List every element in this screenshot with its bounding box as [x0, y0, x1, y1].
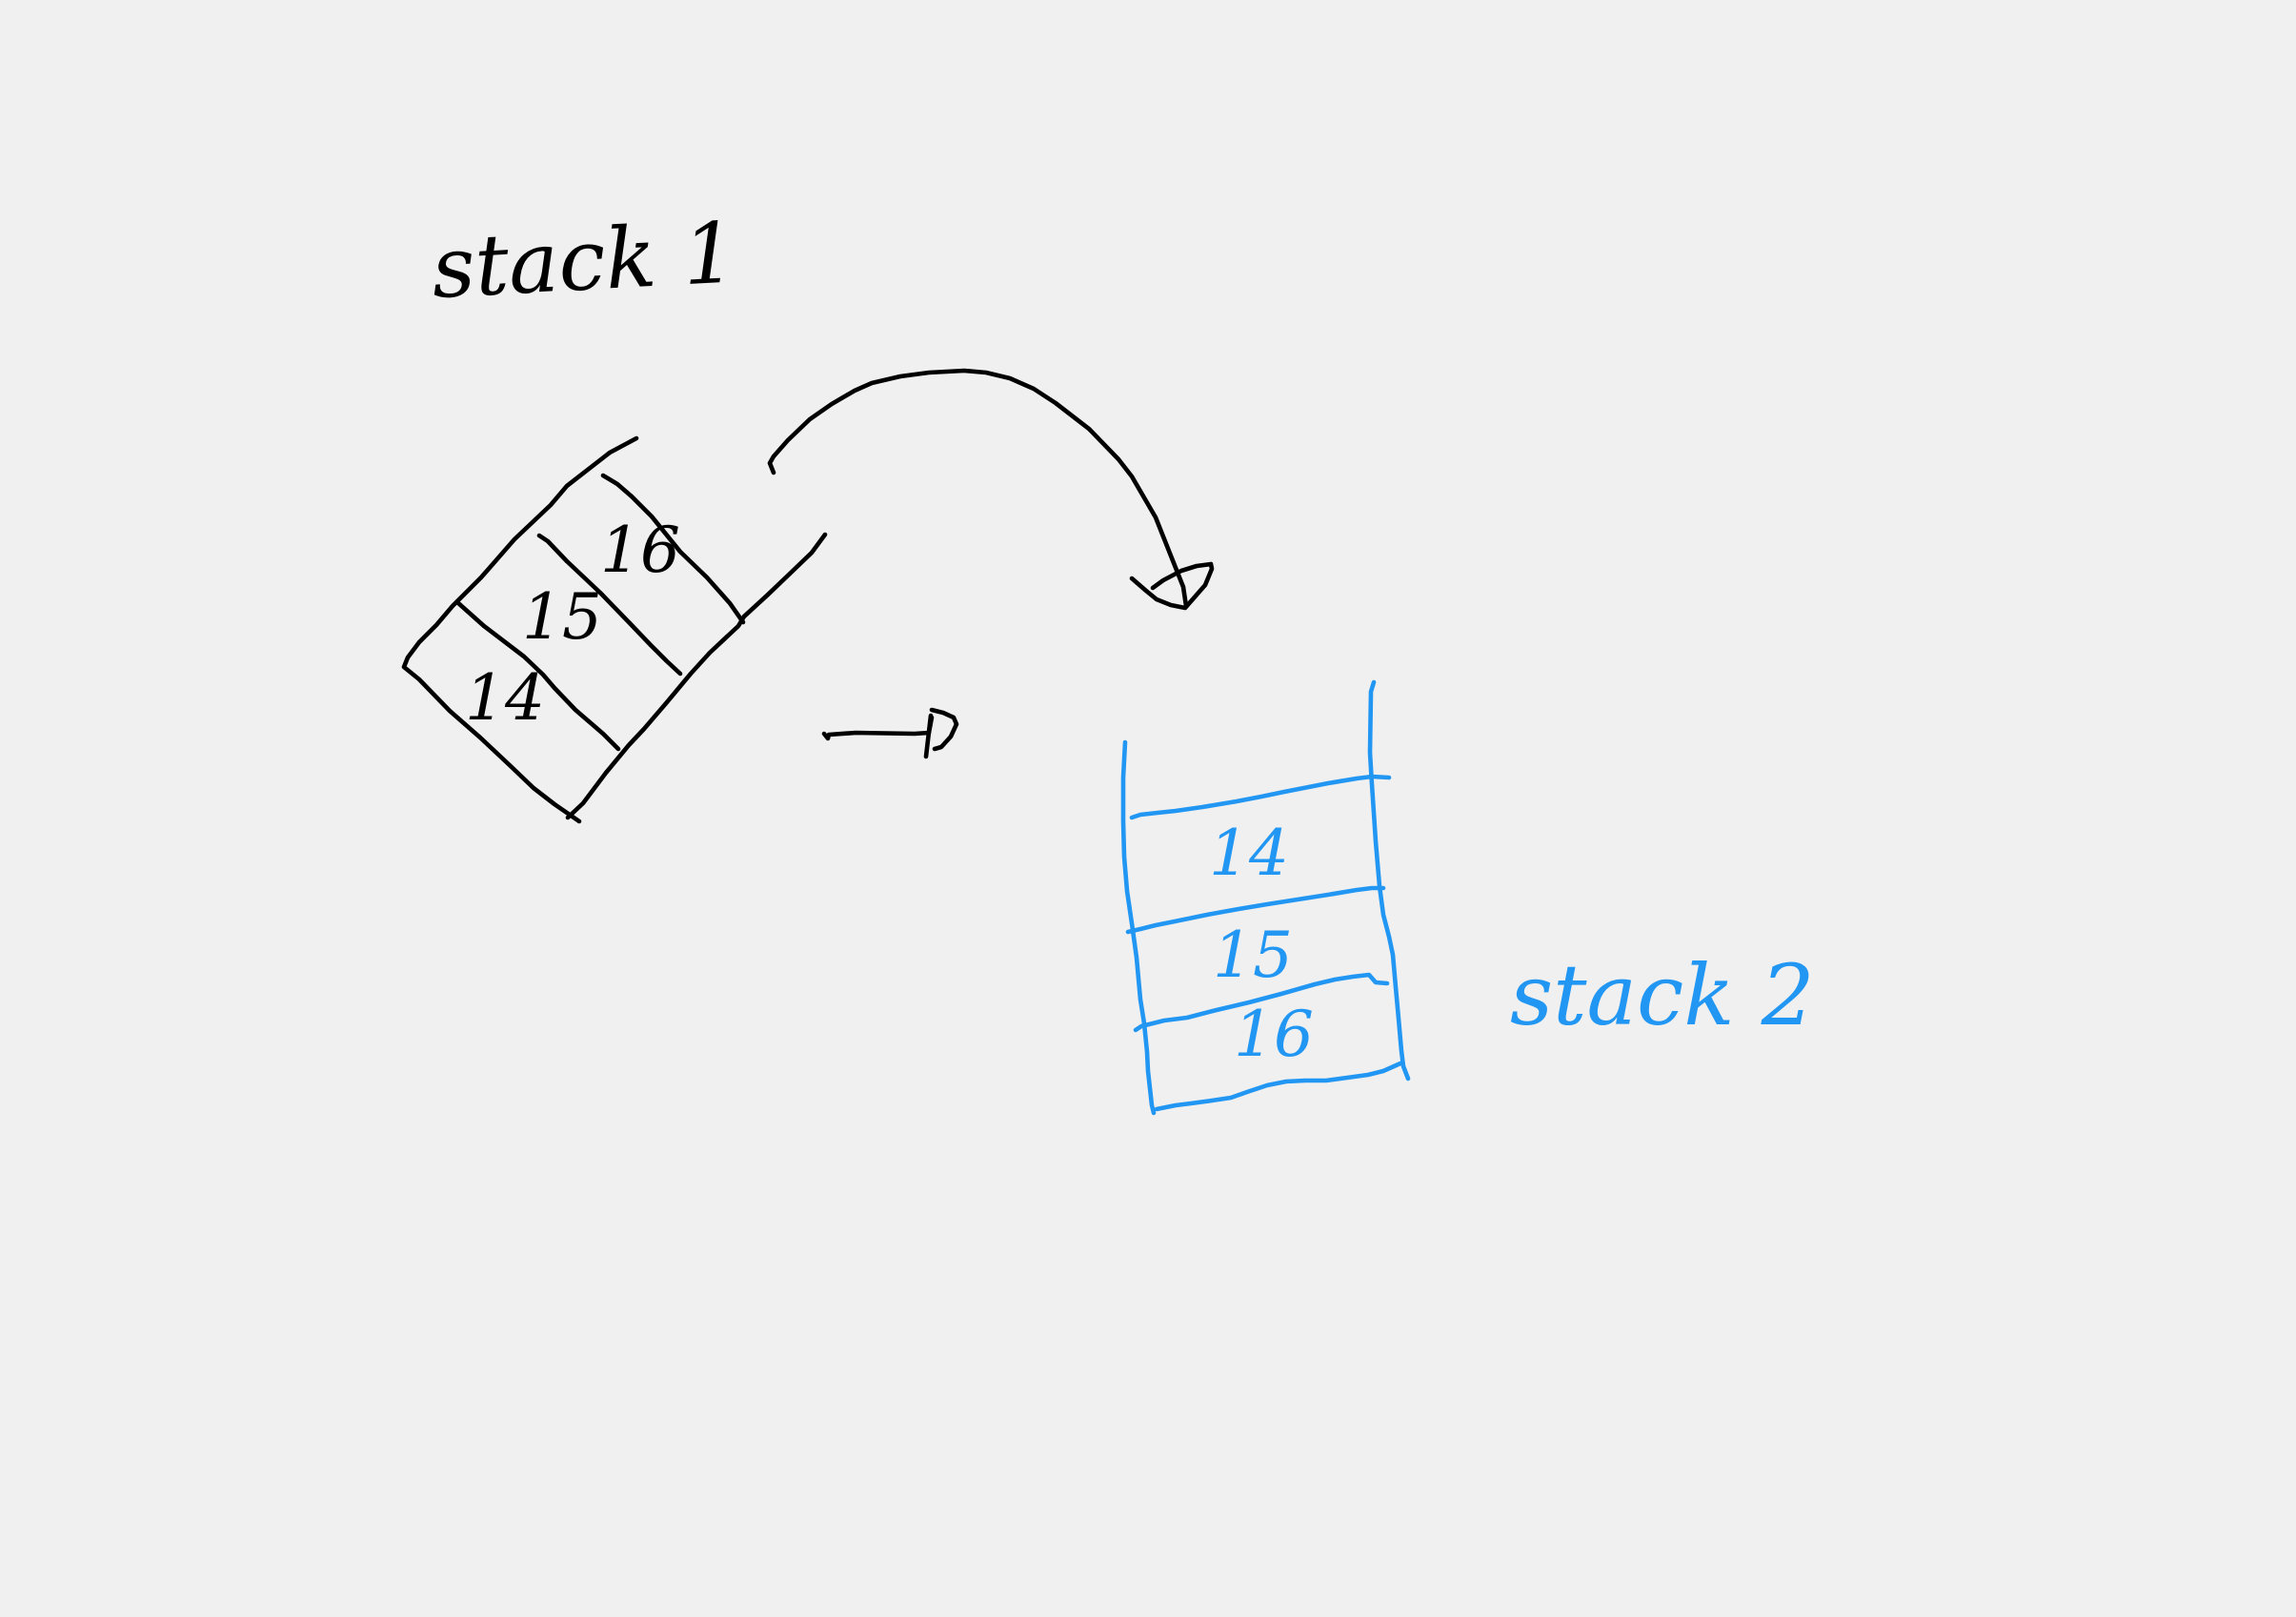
stack-1-cell-2: 15 — [522, 580, 602, 654]
stack-2-divider-1 — [1125, 885, 1386, 935]
stack-1: stack 1 16 15 14 — [401, 203, 828, 824]
stack-1-cell-3: 14 — [465, 661, 545, 735]
stack-1-box — [401, 435, 828, 824]
transfer-arrows — [767, 368, 1215, 759]
stack-2-divider-top — [1129, 774, 1392, 820]
stack-1-top-edge — [600, 473, 746, 625]
curved-arrow-head — [1129, 561, 1215, 611]
stack-2-divider-bottom — [1154, 1061, 1403, 1112]
stack-2-label: stack 2 — [1510, 946, 1815, 1044]
stack-2-cell-1: 14 — [1209, 817, 1289, 890]
stack-1-left-edge — [401, 435, 639, 824]
straight-arrow — [821, 715, 935, 741]
stack-2-box — [1120, 679, 1411, 1116]
stack-1-label: stack 1 — [430, 203, 739, 317]
stack-1-divider-2 — [454, 599, 621, 752]
straight-arrow-head — [923, 707, 959, 759]
stack-1-bottom-edge — [565, 532, 828, 820]
stack-2-left-edge — [1120, 739, 1157, 1116]
curved-arrow — [767, 368, 1189, 609]
stack-1-divider-1 — [536, 533, 683, 677]
stack-2-divider-2 — [1133, 972, 1390, 1033]
stack-2-cell-3: 16 — [1234, 998, 1314, 1071]
stack-2-cells: 14 15 16 — [1209, 817, 1314, 1071]
stack-1-cell-1: 16 — [600, 514, 680, 587]
stack-1-cells: 16 15 14 — [465, 514, 680, 735]
stack-2-cell-2: 15 — [1213, 919, 1293, 992]
stack-2-right-edge — [1367, 679, 1411, 1081]
stack-2: 14 15 16 stack 2 — [1120, 679, 1815, 1116]
